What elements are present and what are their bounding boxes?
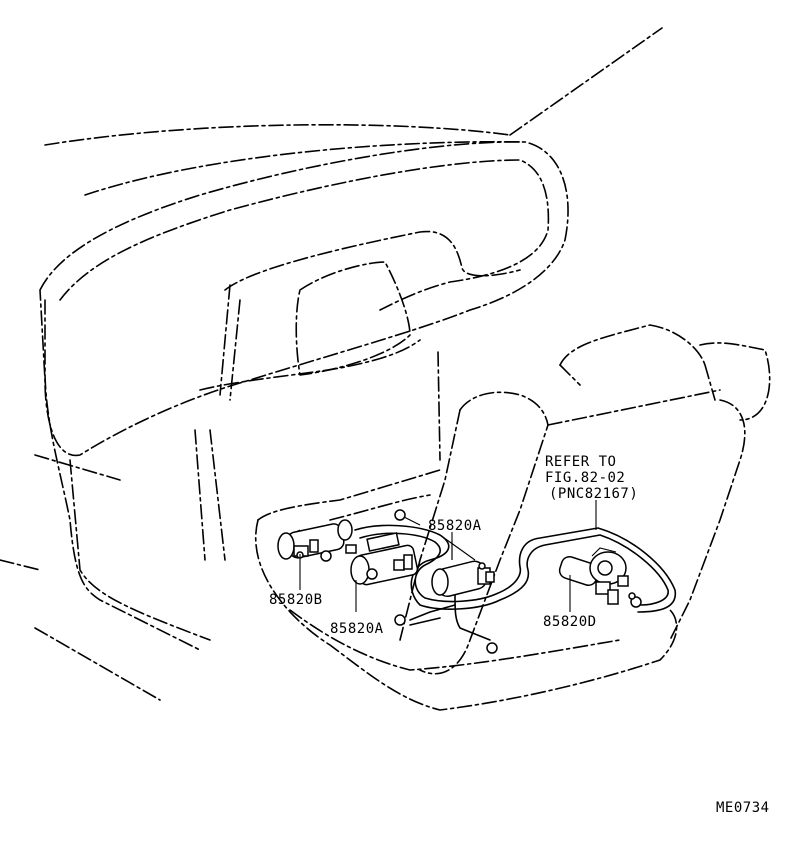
seat-motor-85820a-center: [431, 540, 495, 598]
part-label-85820a-lower: 85820A: [330, 621, 384, 637]
part-label-85820d: 85820D: [543, 614, 597, 630]
part-label-85820a-upper: 85820A: [428, 518, 482, 534]
wire-harness: [279, 509, 676, 654]
part-labels: REFER TO FIG.82-02 (PNC82167) 85820A 858…: [269, 454, 770, 816]
seat-motor-85820b: [277, 519, 357, 562]
refer-label-line1: REFER TO: [545, 454, 616, 470]
leader-lines: [299, 500, 597, 612]
refer-label-line3: (PNC82167): [549, 486, 638, 502]
refer-label-line2: FIG.82-02: [545, 470, 625, 486]
figure-code: ME0734: [716, 800, 770, 816]
vehicle-body-outline: [0, 27, 771, 711]
part-label-85820b: 85820B: [269, 592, 323, 608]
seat-motor-85820d: [558, 547, 629, 605]
seat-motor-85820a-left: [350, 532, 419, 586]
